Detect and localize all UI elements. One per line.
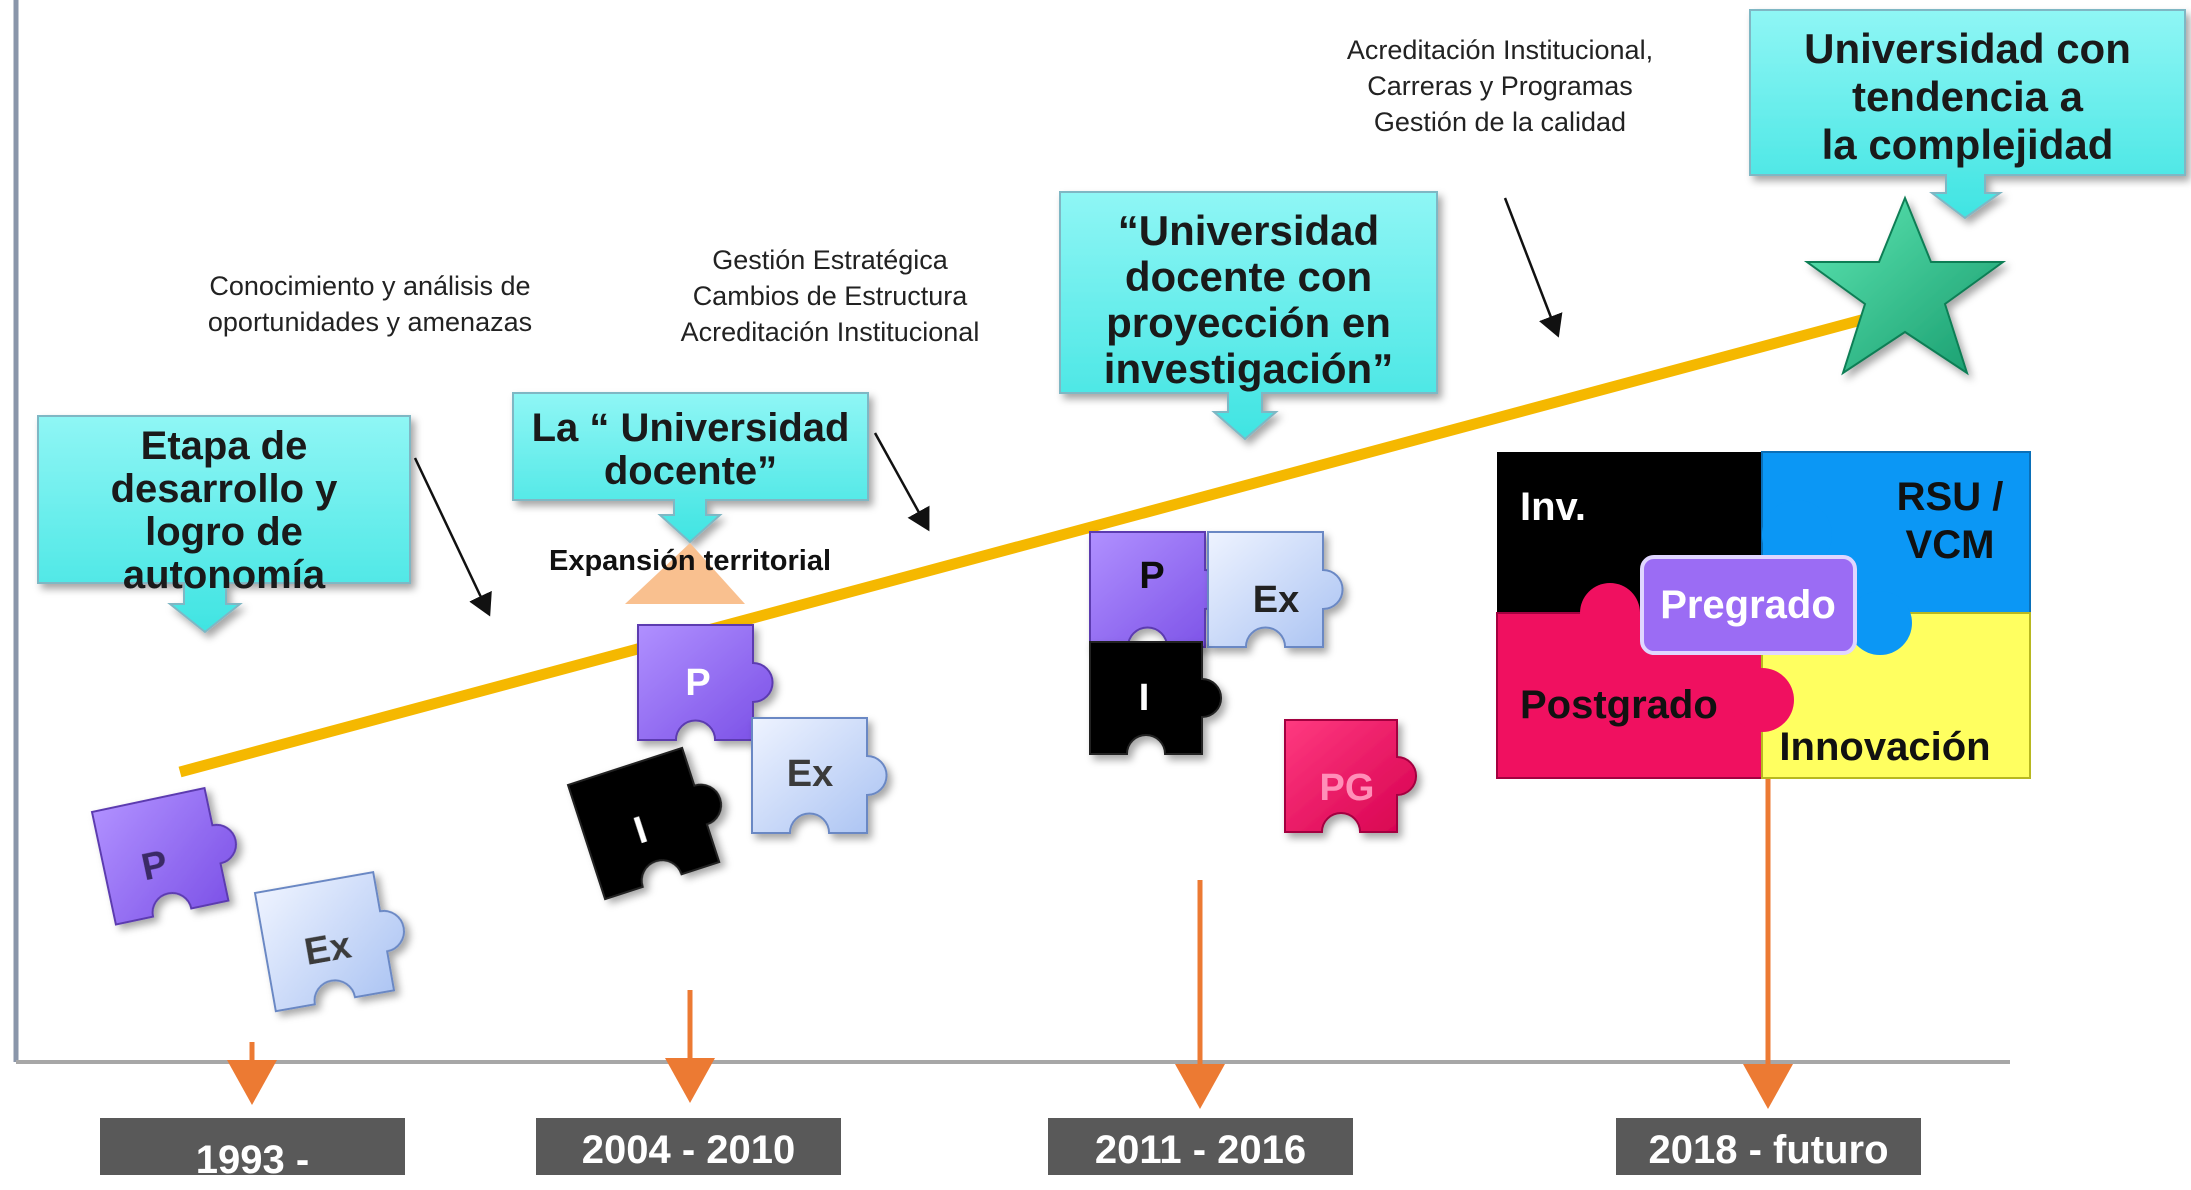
piece-g1-p-shape — [90, 786, 237, 926]
callout-line: proyección en — [1106, 299, 1391, 346]
piece-g3-p: P — [1089, 531, 1226, 648]
year-box-3 — [1048, 1118, 1353, 1175]
callout-line: tendencia a — [1851, 73, 2084, 120]
expansion-label: Expansión territorial — [548, 545, 831, 577]
callout-line: “Universidad — [1117, 207, 1380, 254]
growth-line — [178, 309, 1882, 778]
piece-g2-ex-label: Ex — [787, 753, 833, 795]
year-label-4: 2018 - futuro — [1648, 1128, 1889, 1172]
callout-line: docente” — [603, 449, 778, 493]
quad-postgrado-label: Postgrado — [1520, 683, 1718, 727]
callout-line: docente con — [1124, 253, 1373, 300]
callout-investigacion-shape — [1059, 191, 1438, 441]
note-acreditacion: Acreditación Institucional, Carreras y P… — [1300, 32, 1700, 140]
piece-g1-ex: Ex — [253, 871, 405, 1013]
callout-line: desarrollo y — [110, 467, 338, 511]
quad-inv-label: Inv. — [1520, 485, 1586, 529]
note-line: Gestión de la calidad — [1373, 107, 1627, 137]
year-box-4 — [1616, 1118, 1921, 1175]
piece-g3-ex-label: Ex — [1253, 579, 1299, 621]
year-box-2 — [536, 1118, 841, 1175]
expansion-triangle — [625, 543, 745, 604]
note-line: Conocimiento y análisis de — [209, 271, 531, 301]
quad-knob-1 — [1762, 500, 1832, 570]
piece-g2-i-shape — [566, 746, 723, 901]
callout-complejidad-shape — [1749, 9, 2186, 220]
piece-g2-ex-shape — [751, 717, 888, 834]
callout-line: investigación” — [1103, 345, 1394, 392]
callout-line: la complejidad — [1821, 121, 2114, 168]
year-label-2: 2004 - 2010 — [581, 1128, 796, 1172]
note-line: Carreras y Programas — [1367, 71, 1633, 101]
piece-g3-i-shape — [1089, 641, 1222, 755]
piece-g3-pg-shape — [1284, 719, 1417, 833]
callout-line: logro de — [145, 510, 303, 554]
callout-etapa-text: Etapa de desarrollo y logro de autonomía — [38, 425, 410, 597]
note-gestion: Gestión Estratégica Cambios de Estructur… — [640, 242, 1020, 350]
piece-g2-i: I — [566, 746, 723, 901]
piece-g3-ex-shape — [1207, 531, 1344, 648]
piece-g2-p-label: P — [685, 662, 710, 704]
piece-g3-i: I — [1089, 641, 1222, 755]
note-line: oportunidades y amenazas — [207, 307, 533, 337]
note-line: Acreditación Institucional, — [1346, 35, 1654, 65]
note-line: Cambios de Estructura — [692, 281, 968, 311]
quad-pregrado-label: Pregrado — [1660, 583, 1836, 627]
year-box-1 — [100, 1118, 405, 1175]
quad-knob-4 — [1848, 591, 1912, 655]
quad-knob-2 — [1580, 583, 1640, 643]
note-line: Gestión Estratégica — [712, 245, 948, 275]
callout-etapa-shape — [37, 415, 411, 634]
quad-knob-3 — [1730, 668, 1794, 732]
pointer-arrow-1 — [413, 457, 492, 617]
callout-line: La “ Universidad — [531, 406, 850, 450]
piece-g2-ex: Ex — [751, 717, 888, 834]
year-label-3: 2011 - 2016 — [1094, 1128, 1307, 1172]
callout-line: autonomía — [122, 553, 326, 597]
callout-line: Universidad con — [1804, 25, 2131, 72]
piece-g3-pg-label: PG — [1320, 767, 1375, 809]
pointer-arrow-2 — [873, 432, 930, 532]
star-icon — [1803, 195, 2007, 376]
piece-g3-pg: PG — [1284, 719, 1417, 833]
callout-complejidad-text: Universidad con tendencia a la complejid… — [1750, 25, 2185, 169]
pregrado-piece — [1640, 555, 1857, 655]
quad-rsu-label-2: VCM — [1906, 523, 1995, 567]
callout-investigacion-text: “Universidad docente con proyección en i… — [1060, 208, 1437, 392]
piece-g3-p-label: P — [1139, 555, 1164, 597]
quadrant-puzzle — [1496, 451, 2031, 779]
note-conocimiento: Conocimiento y análisis de oportunidades… — [170, 268, 570, 340]
callout-line: Etapa de — [140, 424, 308, 468]
piece-g1-p: P — [90, 786, 237, 926]
year-label-1: 1993 - — [195, 1138, 310, 1182]
piece-g1-ex-label: Ex — [301, 924, 354, 973]
piece-g1-ex-shape — [253, 871, 405, 1013]
quad-rsu-label-1: RSU / — [1897, 475, 2004, 519]
pointer-arrow-3 — [1503, 197, 1563, 338]
callout-docente-text: La “ Universidad docente” — [513, 407, 868, 493]
callout-docente-shape — [512, 392, 869, 544]
piece-g3-i-label: I — [1139, 677, 1150, 719]
piece-g3-ex: Ex — [1207, 531, 1344, 648]
note-line: Acreditación Institucional — [680, 317, 980, 347]
quad-innovacion-label: Innovación — [1779, 725, 1990, 769]
